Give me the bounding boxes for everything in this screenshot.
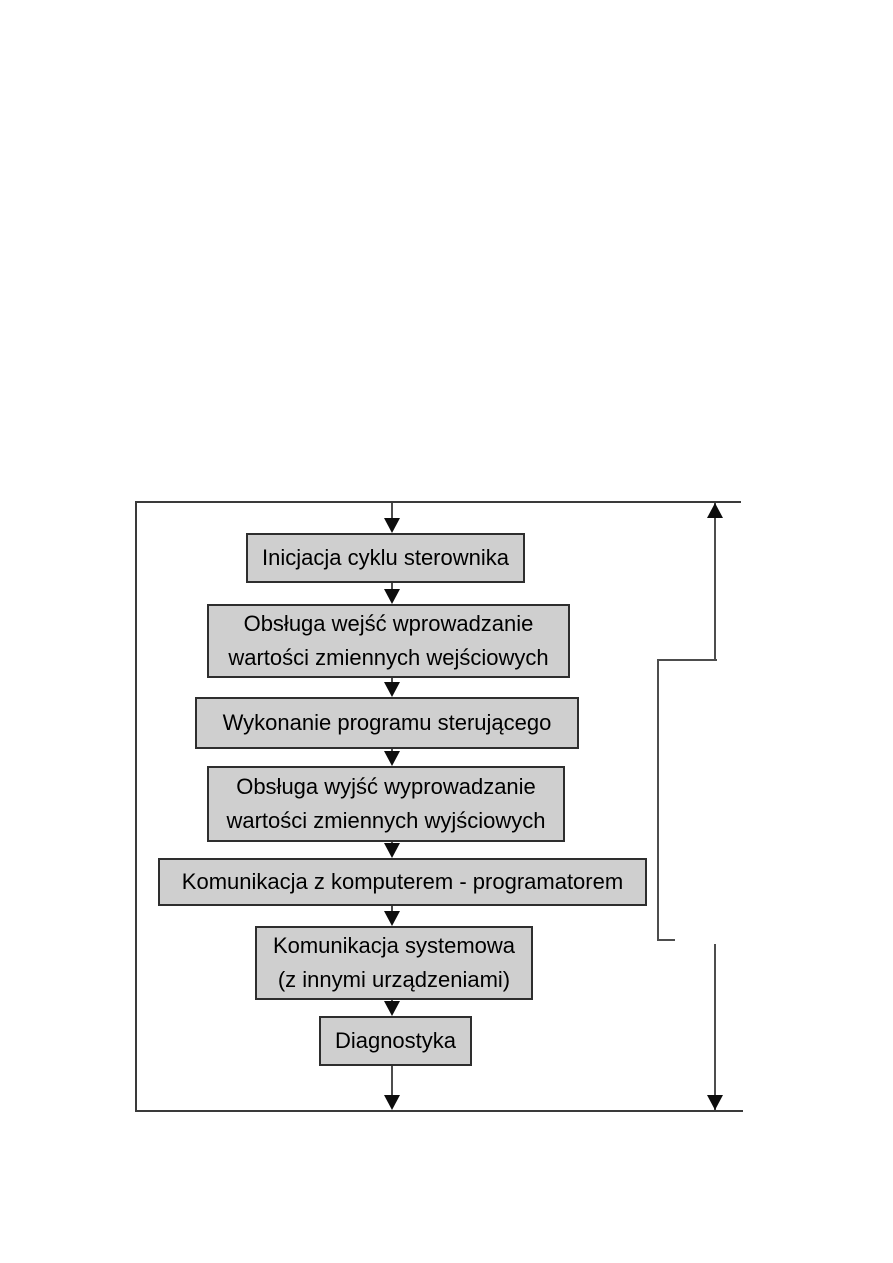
- box-label: wartości zmiennych wyjściowych: [226, 808, 546, 833]
- arrowhead-down-icon: [384, 911, 400, 926]
- box-wykonanie-programu: Wykonanie programu sterującego: [195, 697, 579, 749]
- box-label: Diagnostyka: [334, 1028, 457, 1053]
- arrowhead-down-icon: [384, 682, 400, 697]
- box-label: wartości zmiennych wejściowych: [228, 645, 549, 670]
- arrowhead-down-icon: [384, 1001, 400, 1016]
- frame-bottom-border: [135, 1110, 743, 1112]
- arrowhead-up-icon: [707, 503, 723, 518]
- arrowhead-down-icon: [384, 843, 400, 858]
- box-label: Obsługa wyjść wyprowadzanie: [236, 774, 536, 799]
- box-label: (z innymi urządzeniami): [277, 967, 511, 992]
- box-komunikacja-z-komputerem: Komunikacja z komputerem - programatorem: [158, 858, 647, 906]
- frame-left-border: [135, 501, 137, 1112]
- box-label: Komunikacja z komputerem - programatorem: [181, 869, 624, 894]
- box-label: Wykonanie programu sterującego: [222, 710, 552, 735]
- arrowhead-down-icon: [707, 1095, 723, 1110]
- arrowhead-down-icon: [384, 751, 400, 766]
- box-label: Obsługa wejść wprowadzanie: [243, 611, 534, 636]
- box-diagnostyka: Diagnostyka: [319, 1016, 472, 1066]
- arrowhead-down-icon: [384, 589, 400, 604]
- box-inicjacja-cyklu-sterownika: Inicjacja cyklu sterownika: [246, 533, 525, 583]
- box-komunikacja-systemowa: Komunikacja systemowa (z innymi urządzen…: [255, 926, 533, 1000]
- box-obsluga-wejsc: Obsługa wejść wprowadzanie wartości zmie…: [207, 604, 570, 678]
- frame-top-border: [135, 501, 741, 503]
- box-obsluga-wyjsc: Obsługa wyjść wyprowadzanie wartości zmi…: [207, 766, 565, 842]
- box-label: Inicjacja cyklu sterownika: [262, 545, 509, 570]
- arrowhead-down-icon: [384, 518, 400, 533]
- arrowhead-down-icon: [384, 1095, 400, 1110]
- box-label: Komunikacja systemowa: [272, 933, 516, 958]
